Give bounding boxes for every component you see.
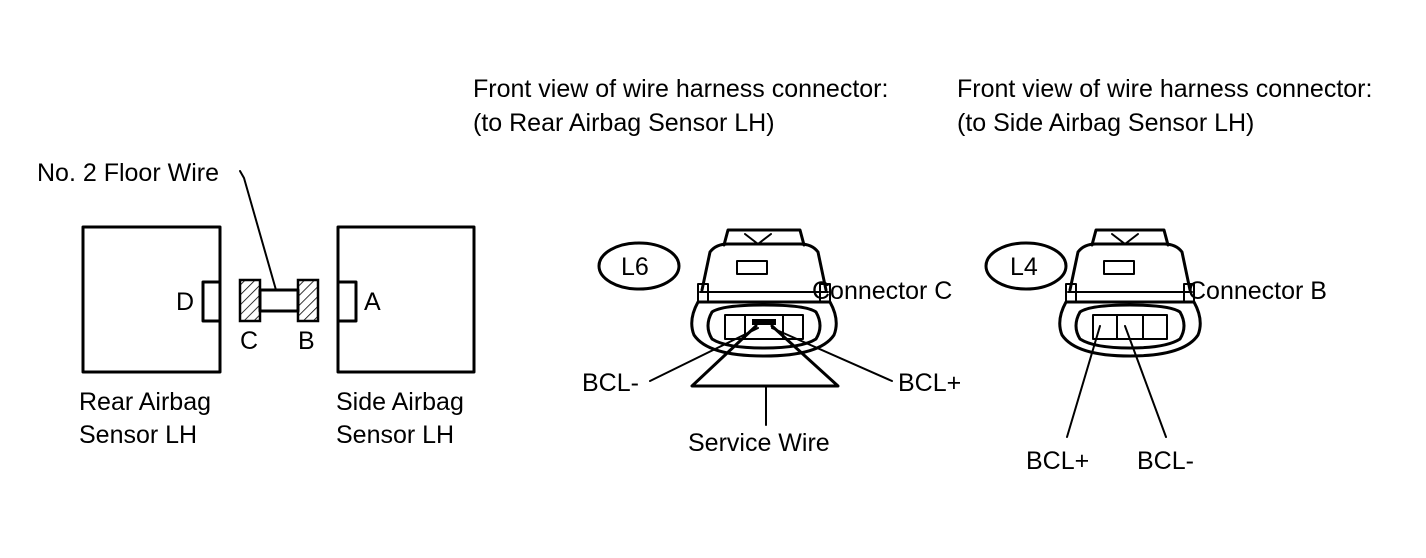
rear-sensor-label-line2: Sensor LH — [79, 421, 197, 449]
rear-airbag-sensor-box — [81, 225, 222, 374]
pin-label-d: D — [176, 288, 194, 316]
service-wire-label: Service Wire — [688, 429, 830, 457]
bcl-plus-c-label: BCL+ — [898, 369, 961, 397]
connector-b-code: L4 — [1010, 253, 1038, 281]
bcl-minus-c-leader-line — [649, 327, 759, 382]
floor-wire-connector-c — [238, 278, 262, 323]
floor-wire-body — [258, 288, 300, 313]
bcl-plus-c-leader-line — [771, 327, 893, 382]
floor-wire-connector-b — [296, 278, 320, 323]
connector-c-header-line2: (to Rear Airbag Sensor LH) — [473, 109, 775, 137]
rear-sensor-label-line1: Rear Airbag — [79, 388, 211, 416]
pin-label-b: B — [298, 327, 315, 355]
connector-c-header-line1: Front view of wire harness connector: — [473, 75, 888, 103]
bcl-minus-b-leader-line — [1124, 325, 1167, 438]
connector-b-view: Front view of wire harness connector: (t… — [957, 75, 1372, 475]
side-sensor-label-line2: Sensor LH — [336, 421, 454, 449]
connector-c-name: Connector C — [812, 277, 952, 305]
connector-c-body — [690, 228, 838, 358]
bcl-plus-b-label: BCL+ — [1026, 447, 1089, 475]
floor-wire-leader-line — [239, 170, 277, 291]
pin-label-a: A — [364, 288, 381, 316]
connector-b-name: Connector B — [1188, 277, 1327, 305]
bcl-minus-b-label: BCL- — [1137, 447, 1194, 475]
side-sensor-label-line1: Side Airbag — [336, 388, 464, 416]
rear-sensor-connector-d — [201, 280, 222, 323]
connector-b-header-line2: (to Side Airbag Sensor LH) — [957, 109, 1254, 137]
connector-c-view: Front view of wire harness connector: (t… — [473, 75, 961, 457]
sensor-layout: No. 2 Floor Wire D Rear Airbag Sensor LH… — [37, 159, 476, 449]
pin-label-c: C — [240, 327, 258, 355]
bcl-plus-b-leader-line — [1066, 325, 1101, 438]
connector-b-header-line1: Front view of wire harness connector: — [957, 75, 1372, 103]
bcl-minus-c-label: BCL- — [582, 369, 639, 397]
connector-c-code-oval — [597, 241, 681, 291]
side-airbag-sensor-box — [336, 225, 476, 374]
floor-wire-label: No. 2 Floor Wire — [37, 159, 219, 187]
connector-c-code: L6 — [621, 253, 649, 281]
side-sensor-connector-a — [336, 280, 358, 323]
connector-b-code-oval — [984, 241, 1068, 291]
connector-b-body — [1058, 228, 1202, 358]
